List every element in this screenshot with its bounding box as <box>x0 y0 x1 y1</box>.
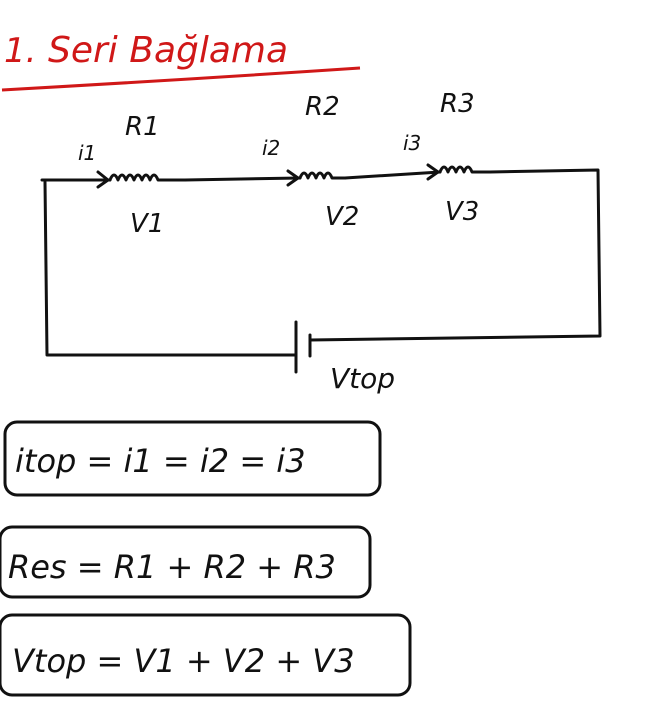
resistor-label-r2: R2 <box>305 92 340 122</box>
circuit-wire-top-right <box>40 168 602 342</box>
current-arrow-icon <box>96 170 110 189</box>
resistor-r1-icon <box>108 173 187 182</box>
voltage-label-v1: V1 <box>130 209 164 239</box>
formula-box-current <box>3 420 382 497</box>
formula-box-resistance <box>0 525 372 599</box>
current-label-i2: i2 <box>262 136 280 160</box>
battery-icon <box>294 320 312 374</box>
formula-current: itop = i1 = i2 = i3 <box>15 442 306 480</box>
resistor-r3-icon <box>438 165 492 174</box>
current-arrow-icon <box>426 163 440 181</box>
current-label-i1: i1 <box>78 141 96 165</box>
voltage-label-v3: V3 <box>445 197 479 227</box>
current-label-i3: i3 <box>403 131 421 155</box>
title-underline <box>1 66 361 92</box>
resistor-r2-icon <box>298 171 347 180</box>
formula-resistance: Res = R1 + R2 + R3 <box>8 548 336 586</box>
formula-voltage: Vtop = V1 + V2 + V3 <box>12 642 355 680</box>
title-text: Seri Bağlama <box>48 30 288 71</box>
title-number: 1. <box>4 31 36 71</box>
voltage-label-v2: V2 <box>325 202 359 232</box>
battery-label: Vtop <box>330 362 395 395</box>
formula-box-voltage <box>0 613 412 697</box>
circuit-wire-left-bottom <box>43 180 297 357</box>
current-arrow-icon <box>286 169 300 187</box>
resistor-label-r1: R1 <box>125 112 160 142</box>
resistor-label-r3: R3 <box>440 89 475 119</box>
